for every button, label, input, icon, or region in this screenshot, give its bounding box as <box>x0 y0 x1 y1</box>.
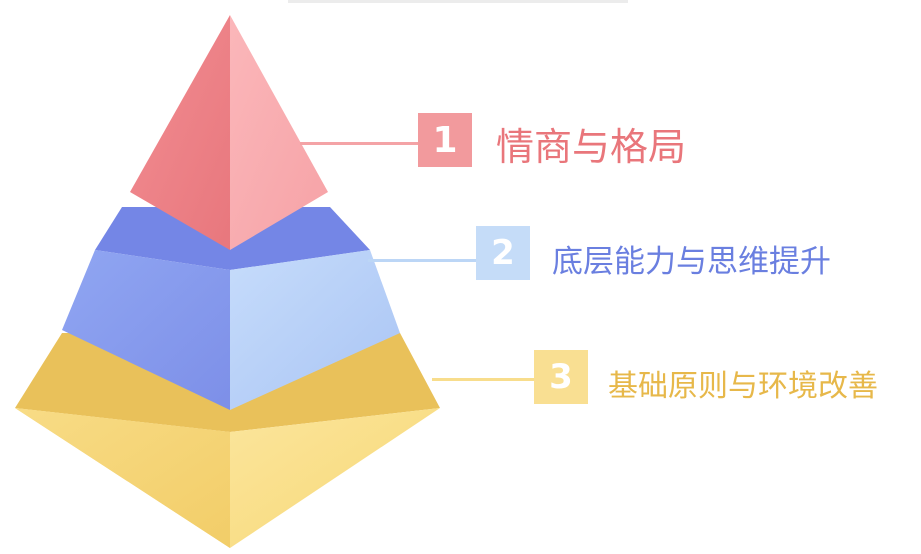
tier-2-right-face <box>230 250 400 410</box>
tier-3-right-face <box>230 408 440 548</box>
tier-2-connector-line <box>368 259 478 262</box>
tier-1-label: 情商与格局 <box>496 125 687 169</box>
pyramid-tier-1 <box>130 15 328 250</box>
tier-3-label: 基础原则与环境改善 <box>608 369 878 404</box>
tier-1-number-badge: 1 <box>418 113 472 167</box>
tier-1-connector-line <box>300 142 420 145</box>
top-divider <box>288 0 628 3</box>
tier-3-connector-line <box>432 378 536 381</box>
tier-2-left-face <box>62 250 230 410</box>
tier-2-number-badge: 2 <box>476 226 530 280</box>
tier-2-label: 底层能力与思维提升 <box>552 244 831 280</box>
tier-3-number-badge: 3 <box>534 350 588 404</box>
tier-1-right-face <box>230 15 328 250</box>
tier-1-left-face <box>130 15 230 250</box>
